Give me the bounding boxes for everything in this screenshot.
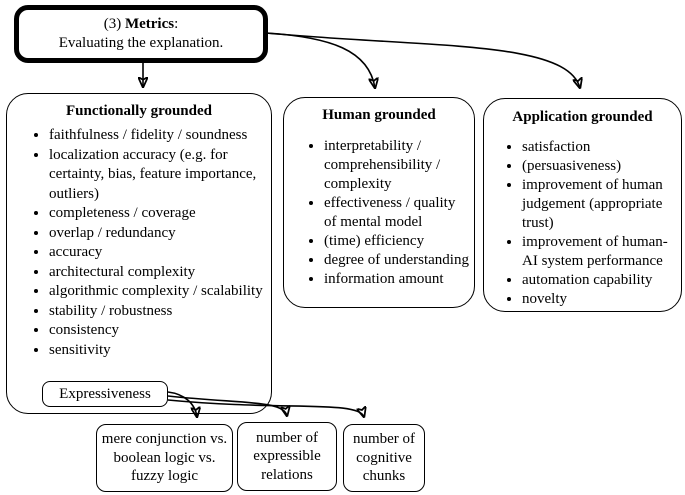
metrics-title-line2: Evaluating the explanation. [58,35,224,51]
list-item: (time) efficiency [324,232,470,251]
human-grounded-box: Human grounded interpretability / compre… [283,97,475,308]
list-item: degree of understanding [324,251,470,270]
application-grounded-box: Application grounded satisfaction (persu… [483,98,682,312]
leaf-label: number of cognitive chunks [352,431,416,485]
list-item: localization accuracy (e.g. for certaint… [49,146,264,205]
list-item: stability / robustness [49,302,264,322]
list-item: satisfaction [522,138,671,157]
functionally-grounded-list: faithfulness / fidelity / soundness loca… [7,126,271,360]
list-item: algorithmic complexity / scalability [49,282,264,302]
functionally-grounded-title: Functionally grounded [65,103,212,119]
metrics-title-suffix: : [174,16,179,32]
list-item: (persuasiveness) [522,157,671,176]
list-item: effectiveness / quality of mental model [324,194,470,232]
application-grounded-title: Application grounded [512,109,653,125]
human-grounded-list: interpretability / comprehensibility / c… [284,137,474,289]
list-item: automation capability [522,271,671,290]
list-item: overlap / redundancy [49,224,264,244]
arrow-metrics-to-human [265,32,375,88]
list-item: consistency [49,321,264,341]
leaf-box-cognitive-chunks: number of cognitive chunks [343,424,425,492]
leaf-label: mere conjunction vs. boolean logic vs. f… [101,431,228,485]
leaf-box-conjunction-logic: mere conjunction vs. boolean logic vs. f… [96,424,233,492]
expressiveness-box: Expressiveness [42,381,168,407]
functionally-grounded-box: Functionally grounded faithfulness / fid… [6,93,272,414]
arrow-metrics-to-application [265,32,580,88]
metrics-title-line1: (3) Metrics: [104,15,179,34]
expressiveness-label: Expressiveness [59,385,151,402]
list-item: interpretability / comprehensibility / c… [324,137,470,194]
list-item: novelty [522,290,671,309]
metrics-title-bold: Metrics [124,16,175,32]
list-item: improvement of human judgement (appropri… [522,176,671,233]
list-item: accuracy [49,243,264,263]
metrics-root-box: (3) Metrics: Evaluating the explanation. [14,5,268,63]
human-grounded-title: Human grounded [322,107,436,123]
list-item: architectural complexity [49,263,264,283]
application-grounded-list: satisfaction (persuasiveness) improvemen… [484,138,681,309]
list-item: sensitivity [49,341,264,361]
list-item: improvement of human-AI system performan… [522,233,671,271]
list-item: completeness / coverage [49,204,264,224]
metrics-title-prefix: (3) [103,16,125,32]
list-item: faithfulness / fidelity / soundness [49,126,264,146]
list-item: information amount [324,270,470,289]
leaf-box-expressible-relations: number of expressible relations [237,422,337,491]
leaf-label: number of expressible relations [253,429,321,483]
